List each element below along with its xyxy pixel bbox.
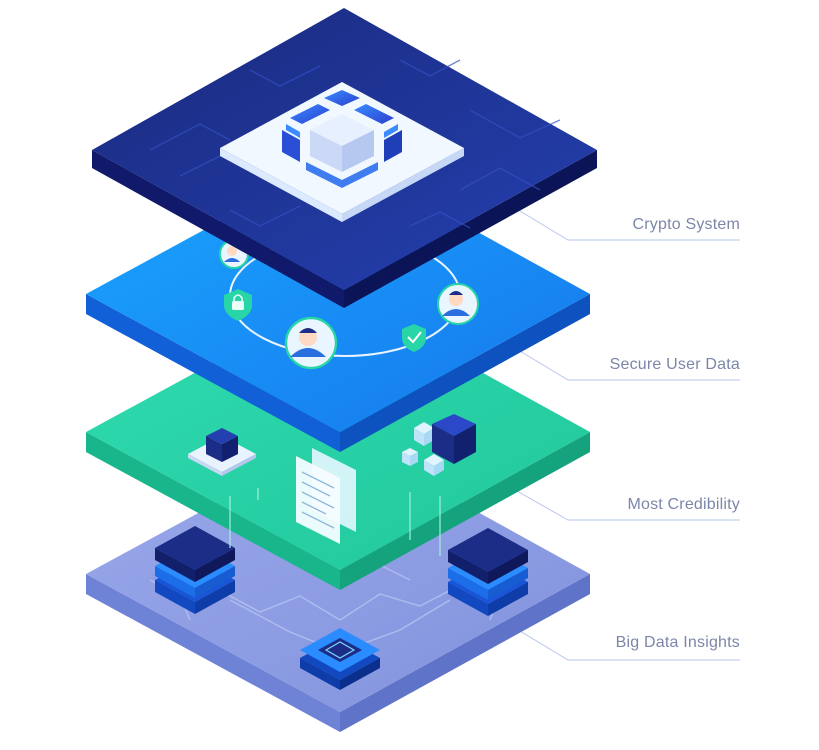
connector-pins [229, 488, 441, 556]
cube-logo-icon [282, 90, 402, 188]
layer-bigdata-side [86, 574, 340, 732]
server-stack-icon [448, 528, 528, 616]
leader-lines [509, 204, 740, 661]
user-avatar-icon [284, 316, 338, 370]
leader-line-credibility [509, 486, 740, 521]
layer-label-crypto: Crypto System [632, 216, 740, 233]
layer-secure-side [86, 294, 340, 452]
layer-bigdata-side-right [340, 574, 590, 732]
layer-label-credibility: Most Credibility [627, 496, 740, 513]
cube-pedestal-icon [188, 428, 256, 476]
layer-crypto-side-right [344, 150, 597, 308]
layer-label-secure: Secure User Data [609, 356, 740, 373]
leader-line-secure [509, 344, 740, 381]
lock-shield-icon [224, 289, 252, 321]
leader-line-bigdata [509, 624, 740, 661]
layer-crypto-side [92, 150, 344, 308]
layer-crypto [92, 8, 597, 308]
layer-credibility-side-right [340, 432, 590, 590]
user-avatar-icon [437, 283, 479, 325]
layer-credibility-side [86, 432, 340, 590]
check-shield-icon [402, 324, 426, 352]
document-icon [296, 448, 356, 544]
leader-line-crypto [509, 204, 740, 241]
circuit-traces [149, 59, 561, 229]
server-stack-icon [155, 526, 235, 614]
layer-label-bigdata: Big Data Insights [615, 634, 740, 651]
layer-secure-side-right [340, 294, 590, 452]
microchip-icon [300, 628, 380, 690]
cube-cluster-icon [402, 414, 476, 476]
